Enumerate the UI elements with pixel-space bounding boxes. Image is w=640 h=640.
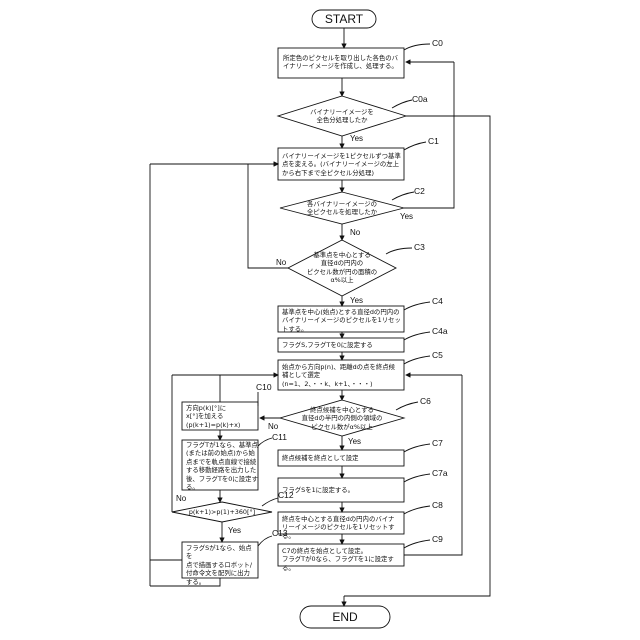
c3-label: C3 xyxy=(414,242,425,252)
c3-text: 基準点を中心とする 直径dの円内の ピクセル数が円の面積の α%以上 xyxy=(298,251,386,285)
c4a-label: C4a xyxy=(432,326,448,336)
c1-text: バイナリーイメージを1ピクセルずつ基準 点を変える。(バイナリーイメージの左上 … xyxy=(282,152,404,177)
c4a-text: フラグS,フラグTを0に設定する xyxy=(282,341,404,349)
c7a-label: C7a xyxy=(432,468,448,478)
c9-label: C9 xyxy=(432,534,443,544)
c7-label: C7 xyxy=(432,438,443,448)
c11-text: フラグTが1なら、基準点 (または前の始点)から始 点までを軌点直線で接続 する… xyxy=(186,441,258,491)
c2-label: C2 xyxy=(414,186,425,196)
c6-label: C6 xyxy=(420,396,431,406)
c0-label: C0 xyxy=(432,38,443,48)
c12-yes-label: Yes xyxy=(228,526,241,535)
c6-yes-label: Yes xyxy=(348,437,361,446)
c6-text: 終点候補を中心とする 直径dの半円の内側の領域の ピクセル数がα%以上 xyxy=(292,406,392,431)
c0a-label: C0a xyxy=(412,94,428,104)
c4-label: C4 xyxy=(432,296,443,306)
c10-text: 方向p(k)[°]に x[°]を加える (p(k+1)=p(k)+x) xyxy=(186,404,258,429)
c0a-yes-label: Yes xyxy=(350,134,363,143)
c3-no-label: No xyxy=(276,258,286,267)
c3-yes-label: Yes xyxy=(350,296,363,305)
c12-no-label: No xyxy=(176,494,186,503)
start-label: START xyxy=(312,12,376,26)
c0a-text: バイナリーイメージを 全色分処理したか xyxy=(296,108,388,125)
c1-label: C1 xyxy=(428,136,439,146)
end-label: END xyxy=(300,610,390,624)
c2-text: 各バイナリーイメージの 全ピクセルを処理したか xyxy=(296,200,388,217)
c4-text: 基準点を中心(始点)とする直径dの円内の バイナリーイメージのピクセルを1リセッ… xyxy=(282,308,404,333)
c12-label: C12 xyxy=(278,490,294,500)
c13-label: C13 xyxy=(272,528,288,538)
c12-text: p(k+1)>p(1)+360[°] xyxy=(180,508,264,516)
c5-text: 始点から方向p(n)、距離dの点を終点候 補として選定 (n=1、2、・・k、k… xyxy=(282,363,404,388)
c13-text: フラグSが1なら、始点を 点で描画するロボット/ 付命令文を配列に出力 する。 xyxy=(186,544,258,586)
c7a-text: フラグSを1に設定する。 xyxy=(282,486,404,494)
c2-no-label: No xyxy=(350,228,360,237)
c11-label: C11 xyxy=(272,432,287,442)
c10-label: C10 xyxy=(256,382,272,392)
c0-text: 所定色のピクセルを取り出した各色のバ イナリーイメージを作成し、処理する。 xyxy=(283,54,403,71)
c8-text: 終点を中心とする直径dの円内のバイナ リーイメージのピクセルを1リセットする。 xyxy=(282,515,404,540)
c6-no-label: No xyxy=(268,422,278,431)
c8-label: C8 xyxy=(432,500,443,510)
c9-text: C7の終点を始点として設定。 フラグTが0なら、フラグTを1に設定する。 xyxy=(282,547,404,572)
c2-yes-label: Yes xyxy=(400,212,413,221)
c5-label: C5 xyxy=(432,350,443,360)
c7-text: 終点候補を終点として設定 xyxy=(282,454,404,462)
